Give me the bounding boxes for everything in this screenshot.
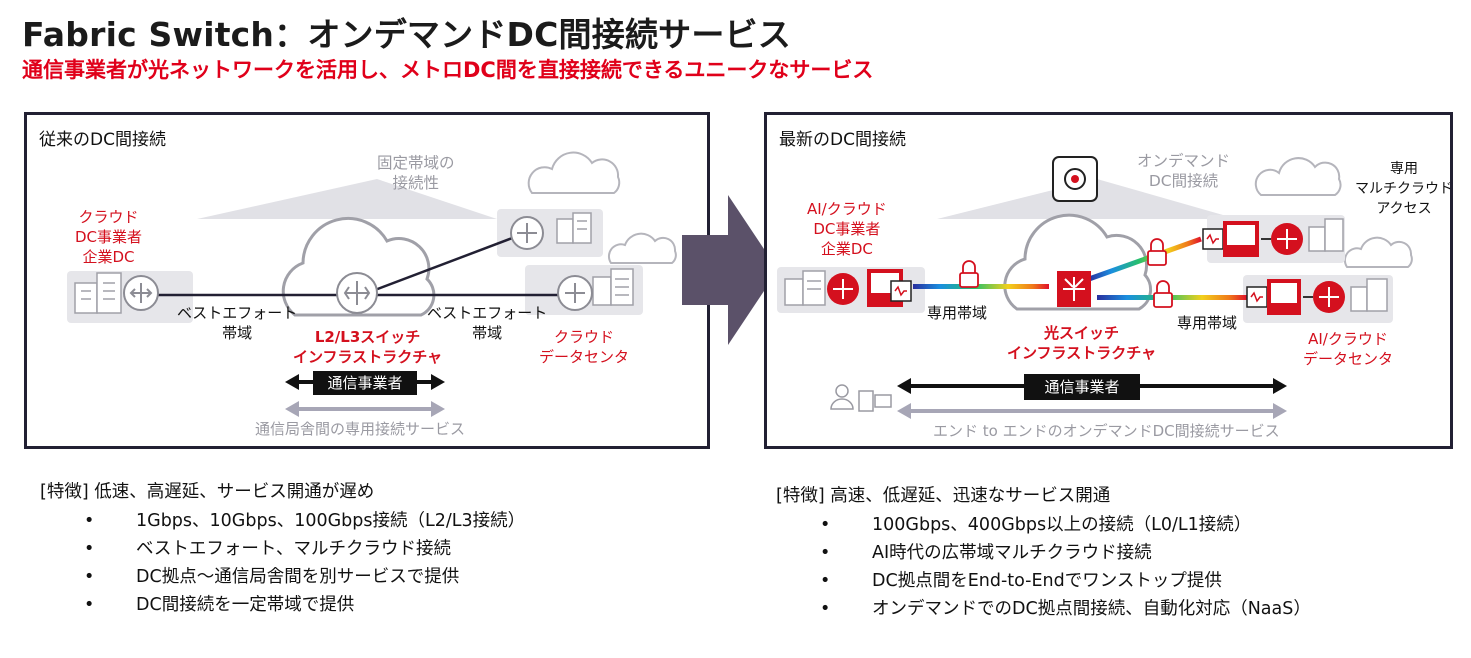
arrow-head: [897, 403, 911, 419]
page-title: Fabric Switch：オンデマンドDC間接続サービス: [22, 15, 791, 54]
carrier-box: [313, 371, 417, 395]
arrow-head: [897, 378, 911, 394]
arrow-head: [1273, 403, 1287, 419]
lock-icon: [959, 260, 979, 288]
building-icon: [556, 212, 592, 244]
features-left-heading: [特徴] 低速、高遅延、サービス開通が遅め: [40, 482, 375, 502]
link-line: [913, 284, 1049, 289]
list-item: •DC拠点間をEnd-to-Endでワンストップ提供: [820, 571, 1222, 591]
list-item: •オンデマンドでのDC拠点間接続、自動化対応（NaaS）: [820, 599, 1311, 619]
carrier-label: 通信事業者: [1044, 378, 1120, 396]
list-item: •100Gbps、400Gbps以上の接続（L0/L1接続）: [820, 515, 1252, 535]
fixed-band-label: 固定帯域の 接続性: [377, 154, 455, 192]
user-icon: [830, 384, 854, 410]
left-diagram: [67, 151, 677, 417]
arrow-head: [431, 401, 445, 417]
router-icon: [123, 275, 159, 311]
chip-icon: [1202, 228, 1224, 250]
right-diagram: [777, 156, 1413, 419]
cloud-icon: [1254, 157, 1342, 196]
monitor-icon: [858, 390, 892, 412]
features-left: [特徴] 低速、高遅延、サービス開通が遅め •1Gbps、10Gbps、100G…: [40, 478, 525, 619]
arrow-head: [1273, 378, 1287, 394]
big-arrow-icon: [682, 195, 778, 345]
best-effort-right-label: ベストエフォート 帯域: [427, 304, 548, 342]
dedicated-left-label: 専用帯域: [927, 304, 988, 322]
arrow-head: [285, 374, 299, 390]
list-item: •ベストエフォート、マルチクラウド接続: [84, 539, 451, 559]
features-right-list: •100Gbps、400Gbps以上の接続（L0/L1接続） •AI時代の広帯域…: [776, 511, 1311, 623]
cloud-icon: [1344, 236, 1413, 268]
chip-icon: [890, 280, 912, 302]
router-icon: [1271, 223, 1303, 255]
left-panel: 従来のDC間接続: [24, 112, 710, 449]
building-icon: [74, 272, 122, 314]
dedicated-right-label: 専用帯域: [1177, 314, 1238, 332]
chip-icon: [1246, 286, 1268, 308]
page-subtitle: 通信事業者が光ネットワークを活用し、メトロDC間を直接接続できるユニークなサービ…: [22, 58, 874, 82]
router-icon: [827, 273, 859, 305]
router-icon: [510, 216, 544, 250]
cloud-icon: [527, 151, 621, 194]
multicloud-label: 専用 マルチクラウド アクセス: [1355, 161, 1453, 217]
service-label: エンド to エンドのオンデマンドDC間接続サービス: [933, 422, 1280, 440]
carrier-box: [1024, 374, 1140, 400]
lock-icon: [1153, 280, 1173, 308]
lock-icon: [1147, 238, 1167, 266]
switch-label: 光スイッチ インフラストラクチャ: [1007, 324, 1157, 362]
list-item: •1Gbps、10Gbps、100Gbps接続（L2/L3接続）: [84, 511, 526, 531]
left-panel-title: 従来のDC間接続: [39, 130, 166, 150]
right-panel: 最新のDC間接続: [764, 112, 1453, 449]
arrow-head: [431, 374, 445, 390]
router-icon: [1313, 281, 1345, 313]
cloud-icon: [608, 232, 677, 264]
building-icon: [1308, 218, 1344, 252]
switch-label: L2/L3スイッチ インフラストラクチャ: [293, 328, 443, 366]
building-icon: [592, 268, 634, 306]
list-item: •AI時代の広帯域マルチクラウド接続: [820, 543, 1152, 563]
features-left-list: •1Gbps、10Gbps、100Gbps接続（L2/L3接続） •ベストエフォ…: [40, 507, 525, 619]
ondemand-label: オンデマンド DC間接続: [1137, 152, 1231, 190]
right-panel-title: 最新のDC間接続: [779, 130, 906, 150]
ai-dc-label: AI/クラウド データセンタ: [1303, 330, 1394, 368]
features-right-heading: [特徴] 高速、低遅延、迅速なサービス開通: [776, 486, 1111, 506]
cloud-icon: [281, 216, 436, 317]
arrow-head: [285, 401, 299, 417]
service-label: 通信局舎間の専用接続サービス: [255, 420, 466, 438]
building-icon: [784, 270, 826, 306]
features-right: [特徴] 高速、低遅延、迅速なサービス開通 •100Gbps、400Gbps以上…: [776, 482, 1311, 623]
best-effort-left-label: ベストエフォート 帯域: [177, 304, 298, 342]
dc-label: AI/クラウド DC事業者 企業DC: [807, 200, 887, 258]
router-icon: [557, 275, 593, 311]
list-item: •DC間接続を一定帯域で提供: [84, 595, 355, 615]
building-icon: [1350, 278, 1388, 312]
carrier-label: 通信事業者: [327, 374, 403, 392]
cloud-dc-label: クラウド データセンタ: [539, 328, 630, 366]
link-line: [1088, 236, 1202, 282]
list-item: •DC拠点～通信局舎間を別サービスで提供: [84, 567, 460, 587]
dc-label: クラウド DC事業者 企業DC: [75, 208, 143, 266]
link-line: [366, 235, 516, 295]
switch-icon: [336, 272, 378, 314]
fixed-band-triangle: [197, 179, 497, 219]
